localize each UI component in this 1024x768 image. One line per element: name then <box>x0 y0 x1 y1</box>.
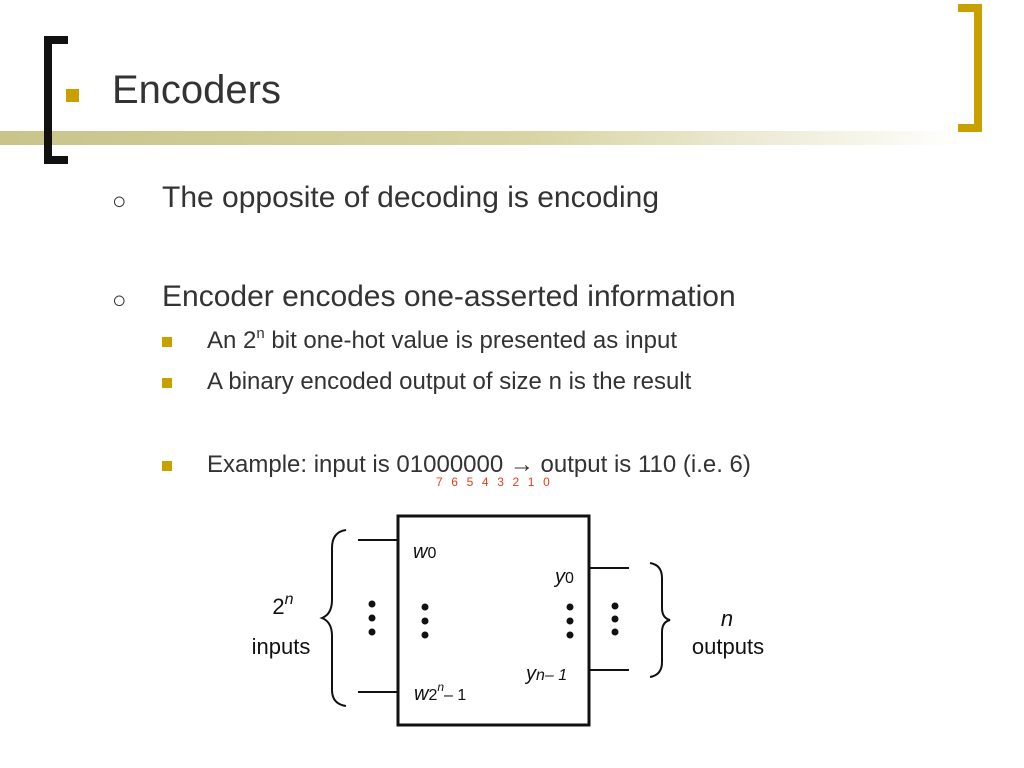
inputs-count-label: 2n <box>240 591 326 620</box>
right-arrow-icon: → <box>509 451 534 478</box>
w-symbol: w <box>414 683 429 705</box>
example-text: Example: input is 01000000 <box>207 451 510 478</box>
left-brace <box>319 529 347 707</box>
title-bullet-icon <box>66 89 79 102</box>
sub-bullet-text: An 2 <box>207 327 257 354</box>
square-bullet-icon <box>162 378 172 388</box>
inputs-exponent: n <box>284 591 294 608</box>
sub-bullet-one-hot: An 2n bit one-hot value is presented as … <box>207 325 677 355</box>
square-bullet-icon <box>162 461 172 471</box>
bit-index: 6 <box>451 475 458 489</box>
sub-bullet-text: bit one-hot value is presented as input <box>264 327 677 354</box>
ylast-label: yn– 1 <box>526 663 567 686</box>
ellipsis-dots <box>368 600 619 639</box>
right-brace <box>649 562 671 678</box>
y0-label: y0 <box>555 566 574 589</box>
bit-index: 4 <box>481 475 489 489</box>
encoder-box <box>396 514 591 727</box>
inputs-label: inputs <box>251 634 311 659</box>
wlast-subscript-tail: – 1 <box>444 687 467 704</box>
bit-index: 5 <box>466 475 474 489</box>
slide-title: Encoders <box>112 68 281 112</box>
circle-bullet-icon: ○ <box>112 188 127 215</box>
bit-index: 7 <box>436 475 443 489</box>
bit-index: 1 <box>527 475 535 489</box>
superscript: n <box>256 325 265 342</box>
w-symbol: w <box>413 541 428 563</box>
example-text: output is 110 (i.e. 6) <box>533 451 751 478</box>
w0-label: w0 <box>413 541 436 564</box>
y-symbol: y <box>526 663 536 685</box>
bit-index: 0 <box>543 475 550 489</box>
outputs-label: outputs <box>691 634 765 659</box>
inputs-count: 2 <box>272 594 285 619</box>
w0-subscript: 0 <box>427 545 437 562</box>
bit-index: 2 <box>512 475 520 489</box>
y0-subscript: 0 <box>565 570 574 587</box>
ylast-subscript: n– 1 <box>536 667 568 684</box>
right-bracket <box>958 4 982 132</box>
y-symbol: y <box>555 566 565 588</box>
outputs-count-label: n <box>720 606 734 631</box>
bullet-2: Encoder encodes one-asserted information <box>162 280 736 313</box>
sub-bullet-binary: A binary encoded output of size n is the… <box>207 368 692 395</box>
slide-decoration <box>0 4 982 164</box>
bit-index: 3 <box>497 475 504 489</box>
left-bracket <box>44 36 68 164</box>
wlast-superscript: n <box>437 680 445 694</box>
sub-bullet-example: Example: input is 01000000 → output is 1… <box>207 451 751 479</box>
bullet-1: The opposite of decoding is encoding <box>162 181 660 214</box>
wlast-label: w2n– 1 <box>414 680 467 706</box>
circle-bullet-icon: ○ <box>112 287 127 314</box>
wlast-subscript: 2 <box>428 687 438 704</box>
square-bullet-icon <box>162 337 172 347</box>
title-underline-bar <box>0 131 960 145</box>
